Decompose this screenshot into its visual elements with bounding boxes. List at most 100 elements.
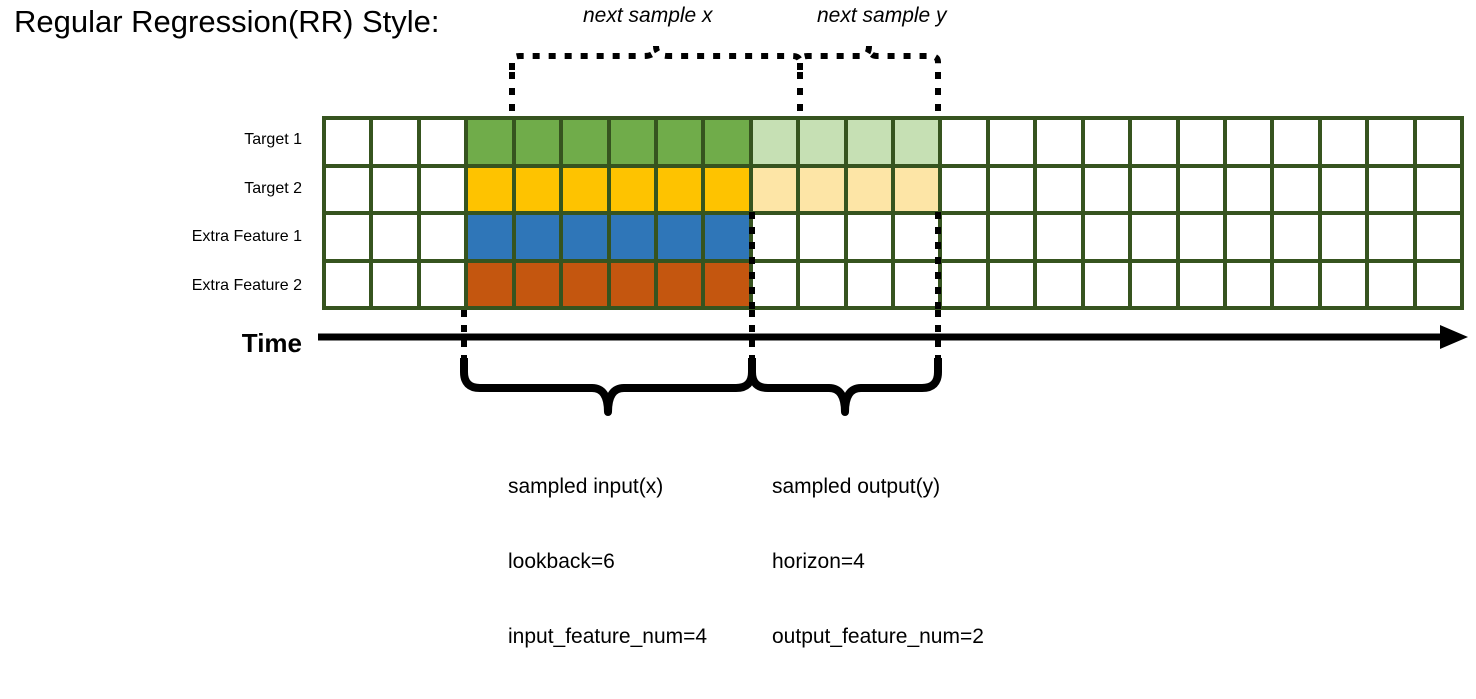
grid-cell-r4-c21 [1274,262,1318,306]
grid-cell-r1-c10 [752,120,797,164]
row-label-text: Extra Feature 2 [191,276,302,294]
grid-cell-r2-c11 [800,167,844,211]
grid-cell-r2-c23 [1369,167,1413,211]
grid-cell-r4-c10 [752,262,797,306]
row-label-target-1: Target 1 [0,116,310,165]
caption-line: sampled output(y) [772,475,941,498]
grid-cell-r4-c6 [563,262,607,306]
grid-cell-r2-c5 [515,167,560,211]
caption-line: lookback=6 [508,550,615,573]
grid-cell-r2-c18 [1132,167,1176,211]
grid-cell-r1-c17 [1084,120,1129,164]
grid-cell-r3-c4 [468,215,512,259]
grid-cell-r4-c7 [610,262,654,306]
grid-cell-r2-c14 [942,167,986,211]
grid-cell-r4-c14 [942,262,986,306]
grid-cell-r1-c6 [563,120,607,164]
grid-cell-r2-c8 [657,167,702,211]
grid-cell-r4-c8 [657,262,702,306]
grid-cell-r1-c24 [1416,120,1460,164]
grid-cell-r2-c6 [563,167,607,211]
caption-sampled-input: sampled input(x) lookback=6 input_featur… [508,424,707,699]
grid-cell-r2-c2 [373,167,417,211]
grid-cell-r3-c14 [942,215,986,259]
grid-cell-r3-c23 [1369,215,1413,259]
grid-cell-r2-c7 [610,167,654,211]
grid-cell-r1-c3 [420,120,465,164]
grid-cell-r3-c21 [1274,215,1318,259]
grid-cell-r3-c15 [989,215,1034,259]
grid-cell-r3-c7 [610,215,654,259]
grid-cell-r3-c17 [1084,215,1129,259]
caption-line: output_feature_num=2 [772,625,984,648]
grid-cell-r1-c16 [1037,120,1081,164]
grid-cell-r1-c14 [942,120,986,164]
caption-line: sampled input(x) [508,475,664,498]
grid-cell-r3-c19 [1179,215,1223,259]
grid-cell-r4-c11 [800,262,844,306]
grid-cell-r4-c19 [1179,262,1223,306]
grid-cell-r1-c23 [1369,120,1413,164]
grid-cell-r1-c15 [989,120,1034,164]
grid-cell-r1-c9 [705,120,749,164]
time-axis-label: Time [241,328,302,358]
grid-cell-r1-c22 [1321,120,1366,164]
grid-cell-r2-c9 [705,167,749,211]
caption-sampled-output: sampled output(y) horizon=4 output_featu… [772,424,984,699]
grid-cell-r4-c5 [515,262,560,306]
grid-cell-r3-c8 [657,215,702,259]
grid-cell-r1-c19 [1179,120,1223,164]
grid-cell-r3-c22 [1321,215,1366,259]
grid-cell-r1-c4 [468,120,512,164]
grid-cell-r1-c11 [800,120,844,164]
grid-cell-r2-c20 [1226,167,1271,211]
grid-cell-r4-c22 [1321,262,1366,306]
grid-cell-r1-c20 [1226,120,1271,164]
grid-cell-r4-c1 [326,262,370,306]
grid-cell-r4-c16 [1037,262,1081,306]
grid-cell-r4-c3 [420,262,465,306]
grid-cell-r3-c24 [1416,215,1460,259]
grid-cell-r1-c18 [1132,120,1176,164]
grid-cell-r4-c20 [1226,262,1271,306]
grid-cell-r4-c24 [1416,262,1460,306]
grid-cell-r3-c9 [705,215,749,259]
grid-cell-r4-c18 [1132,262,1176,306]
grid-cell-r2-c19 [1179,167,1223,211]
grid-cell-r4-c15 [989,262,1034,306]
grid-cell-r2-c13 [895,167,939,211]
grid-cell-r2-c1 [326,167,370,211]
grid-cell-r4-c17 [1084,262,1129,306]
time-axis-arrow-icon [318,325,1468,349]
grid-cell-r4-c23 [1369,262,1413,306]
grid-cell-r2-c22 [1321,167,1366,211]
grid-cell-r1-c7 [610,120,654,164]
grid-cell-r4-c13 [895,262,939,306]
grid-cell-r1-c5 [515,120,560,164]
label-next-sample-y: next sample y [817,4,947,27]
grid-cell-r4-c4 [468,262,512,306]
grid-cell-r3-c13 [895,215,939,259]
grid-cell-r3-c11 [800,215,844,259]
row-label-column: Target 1 Target 2 Extra Feature 1 Extra … [0,116,310,310]
grid-cell-r3-c2 [373,215,417,259]
diagram-canvas: Regular Regression(RR) Style: next sampl… [0,4,1468,648]
row-label-text: Target 2 [244,179,302,197]
grid-cell-r1-c12 [847,120,891,164]
grid-cell-r2-c16 [1037,167,1081,211]
grid-cell-r1-c13 [895,120,939,164]
caption-line: horizon=4 [772,550,865,573]
grid-cell-r2-c4 [468,167,512,211]
grid-cell-r1-c1 [326,120,370,164]
timeseries-grid [322,116,1464,310]
grid-cell-r2-c17 [1084,167,1129,211]
caption-line: input_feature_num=4 [508,625,708,648]
grid-cell-r2-c21 [1274,167,1318,211]
grid-cell-r1-c21 [1274,120,1318,164]
label-next-sample-x: next sample x [583,4,713,27]
grid-cell-r3-c16 [1037,215,1081,259]
grid-cell-r4-c12 [847,262,891,306]
grid-cell-r3-c20 [1226,215,1271,259]
grid-cell-r4-c2 [373,262,417,306]
row-label-extra-feature-1: Extra Feature 1 [0,213,310,262]
